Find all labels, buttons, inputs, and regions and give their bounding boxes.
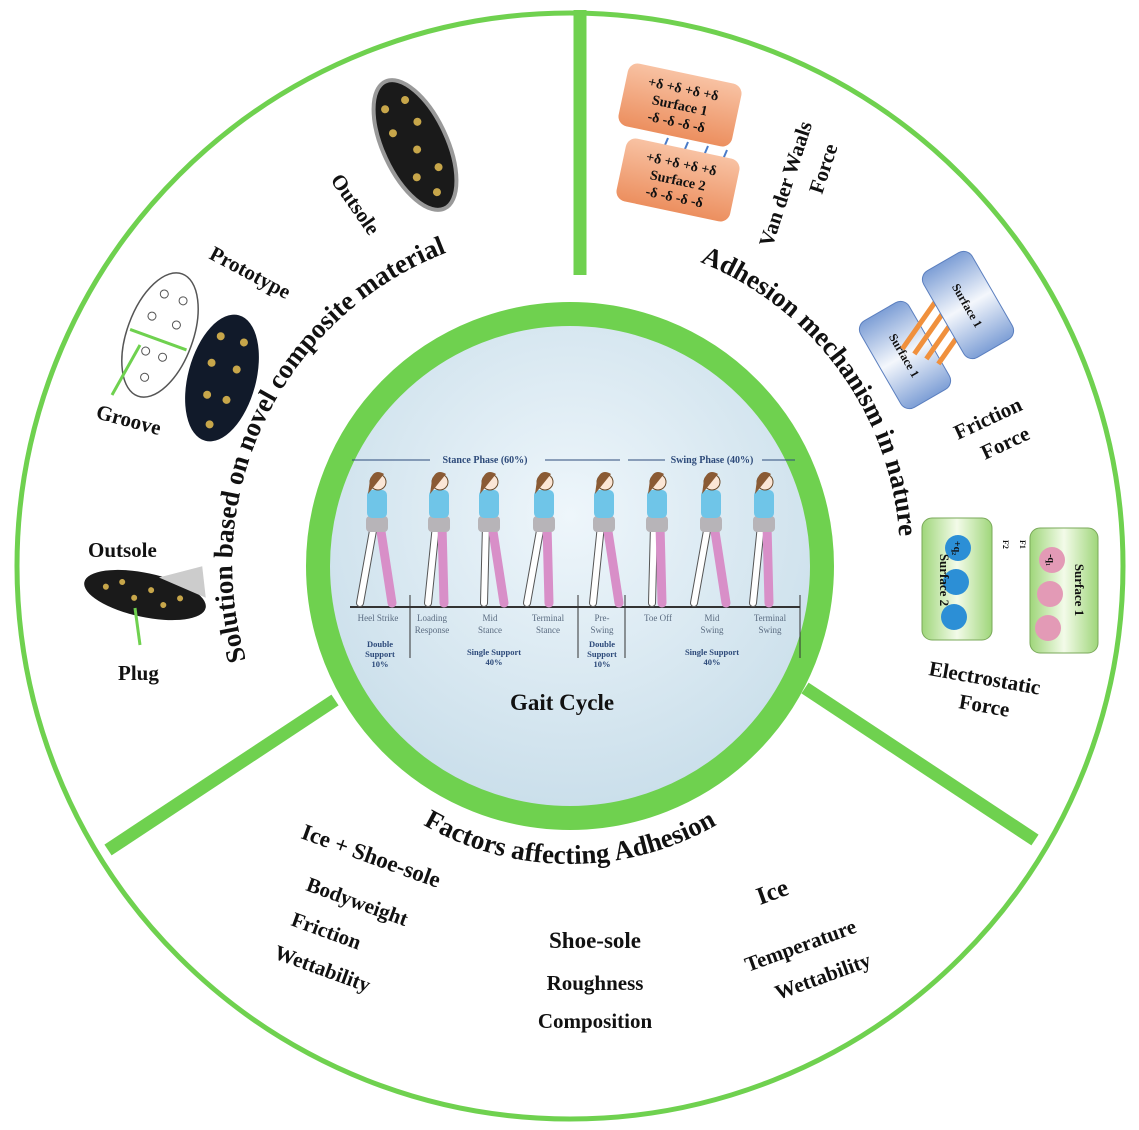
walking-figure (646, 472, 668, 608)
stance-phase-label: Stance Phase (60%) (443, 455, 528, 466)
gait-support-label: Support (365, 649, 395, 659)
gait-stage-label: Stance (536, 625, 560, 635)
walking-figure (356, 472, 397, 608)
gait-support-label: 40% (486, 657, 503, 667)
gait-support-label: Single Support (467, 647, 521, 657)
outsole-bottom-label: Outsole (88, 538, 157, 562)
factor-shoe-heading: Shoe-sole (549, 928, 641, 953)
walking-figure (690, 472, 731, 608)
plug-label: Plug (118, 661, 159, 685)
gait-support-label: Support (587, 649, 617, 659)
prototype-outline-image (121, 272, 199, 398)
factor-roughness: Roughness (547, 971, 644, 995)
gait-cycle-figure: Stance Phase (60%) Swing Phase (40%) Hee… (350, 455, 801, 669)
prototype-black-image (185, 314, 259, 442)
outsole-plug-image (84, 566, 206, 621)
gait-cycle-title: Gait Cycle (510, 690, 614, 715)
svg-text:Surface 1: Surface 1 (1072, 564, 1087, 616)
svg-text:Surface 2: Surface 2 (937, 554, 952, 606)
gait-stage-label: Swing (590, 625, 614, 635)
gait-support-label: Single Support (685, 647, 739, 657)
svg-text:+q₂: +q₂ (951, 541, 962, 555)
electrostatic-force-image: +q₂ -q₁ Surface 2 Surface 1 F2 F1 (921, 517, 1099, 654)
gait-support-label: 10% (372, 659, 389, 669)
groove-arrow (110, 344, 142, 396)
divider-lower-left (104, 694, 339, 856)
gait-support-label: Double (367, 639, 393, 649)
svg-text:F1: F1 (1018, 540, 1027, 549)
friction-force-image: Surface 1 Surface 1 (858, 250, 1015, 410)
inner-ring (306, 302, 834, 830)
walking-figure (523, 472, 555, 608)
gait-stage-label: Loading (417, 613, 447, 623)
divider-lower-right (801, 682, 1039, 846)
walking-figure (478, 472, 509, 608)
svg-text:F2: F2 (1001, 540, 1010, 549)
walking-figure (589, 472, 624, 608)
gait-support-label: 10% (594, 659, 611, 669)
outsole-top-image (371, 78, 459, 212)
gait-stage-label: Pre- (595, 613, 610, 623)
gait-stage-label: Stance (478, 625, 502, 635)
swing-phase-label: Swing Phase (40%) (671, 455, 754, 466)
gait-stage-label: Response (415, 625, 450, 635)
gait-stage-label: Terminal (754, 613, 787, 623)
gait-stage-label: Toe Off (644, 613, 672, 623)
walking-figure (424, 472, 450, 608)
gait-stage-label: Mid (704, 613, 720, 623)
gait-support-label: 40% (704, 657, 721, 667)
gait-stage-label: Swing (700, 625, 724, 635)
van-der-waals-image: +δ +δ +δ +δ Surface 1 -δ -δ -δ -δ +δ +δ … (616, 63, 742, 222)
walking-figure (749, 472, 775, 608)
gait-support-label: Double (589, 639, 615, 649)
gait-stage-label: Mid (482, 613, 498, 623)
gait-stage-label: Terminal (532, 613, 565, 623)
factor-composition: Composition (538, 1009, 653, 1033)
svg-text:-q₁: -q₁ (1045, 554, 1056, 566)
plug-arrow (133, 607, 142, 646)
gait-stage-label: Swing (758, 625, 782, 635)
gait-stage-label: Heel Strike (358, 613, 399, 623)
